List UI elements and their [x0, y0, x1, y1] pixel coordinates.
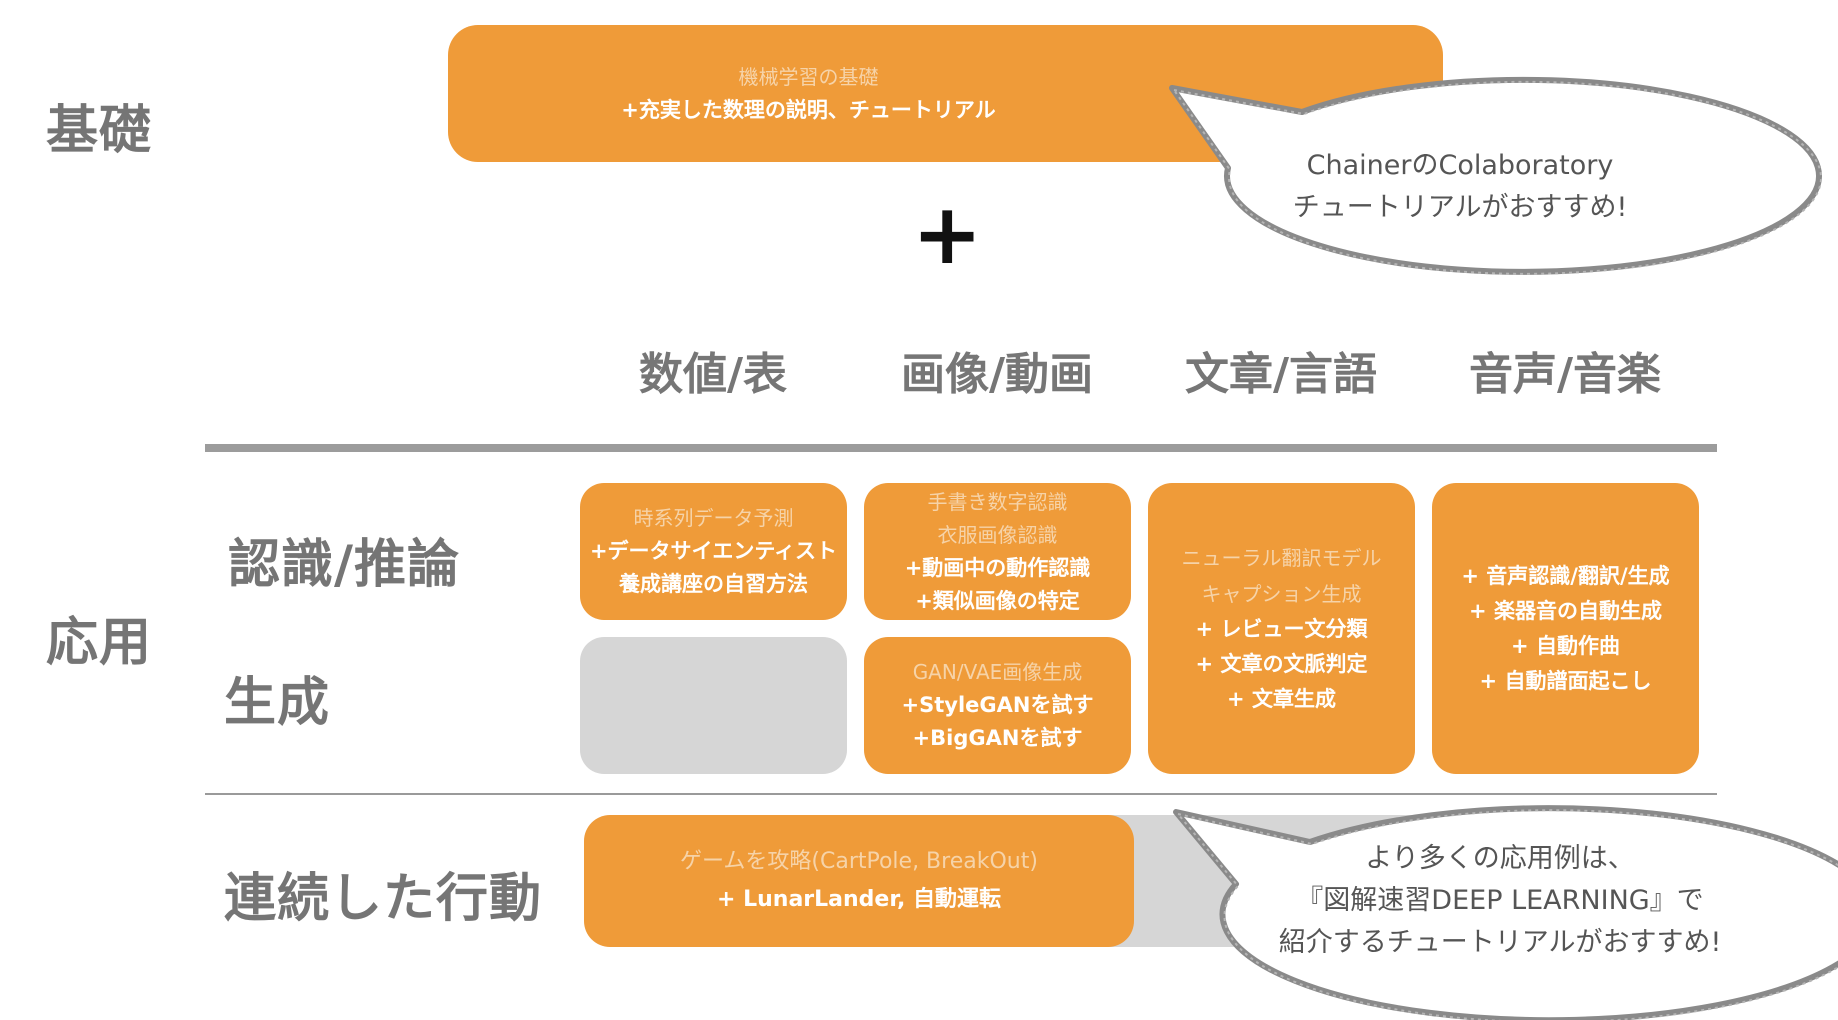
- cell-light: ゲームを攻略(CartPole, BreakOut): [680, 849, 1038, 874]
- row-label-kiso: 基礎: [46, 101, 153, 161]
- row-label-ninshiki: 認識/推論: [228, 535, 460, 595]
- top-box-bold: +充実した数理の説明、チュートリアル: [621, 97, 996, 122]
- cell-bold: + レビュー文分類: [1195, 617, 1368, 641]
- cell-bold: + 音声認識/翻訳/生成: [1461, 563, 1670, 588]
- bubble-bottom-text: より多くの応用例は、 『図解速習DEEP LEARNING』で 紹介するチュート…: [1180, 838, 1820, 964]
- cell-bold: + 文章の文脈判定: [1195, 652, 1368, 676]
- cell-light: 衣服画像認識: [937, 522, 1058, 547]
- divider-thin: [205, 793, 1717, 795]
- cell-bold: +StyleGANを試す: [901, 693, 1094, 717]
- cell-bold: +類似画像の特定: [915, 588, 1080, 613]
- cell-bold: + 楽器音の自動生成: [1469, 598, 1662, 623]
- cell-tabular-recognition: 時系列データ予測 +データサイエンティスト 養成講座の自習方法: [580, 483, 847, 620]
- cell-image-recognition: 手書き数字認識 衣服画像認識 +動画中の動作認識 +類似画像の特定: [864, 483, 1131, 620]
- cell-bold: 養成講座の自習方法: [619, 572, 808, 596]
- divider-thick: [205, 444, 1717, 452]
- cell-audio: + 音声認識/翻訳/生成 + 楽器音の自動生成 + 自動作曲 + 自動譜面起こし: [1432, 483, 1699, 774]
- cell-tabular-generation: [580, 637, 847, 774]
- cell-light: ニューラル翻訳モデル: [1181, 546, 1382, 570]
- cell-bold: + 文章生成: [1227, 687, 1336, 711]
- cell-light: 時系列データ予測: [633, 506, 794, 530]
- cell-bold: + 自動譜面起こし: [1479, 668, 1652, 693]
- column-label-text: 文章/言語: [1184, 349, 1378, 400]
- bubble-top-line-1: ChainerのColaboratory: [1306, 150, 1614, 181]
- column-label-audio: 音声/音楽: [1468, 349, 1662, 400]
- column-label-image: 画像/動画: [900, 349, 1094, 400]
- cell-bold: +データサイエンティスト: [589, 539, 838, 563]
- bubble-bottom-shape: [1173, 805, 1838, 1020]
- bubble-bottom-line-3: 紹介するチュートリアルがおすすめ!: [1278, 927, 1722, 958]
- cell-sequential: ゲームを攻略(CartPole, BreakOut) + LunarLander…: [584, 815, 1134, 947]
- cell-bold: + LunarLander, 自動運転: [717, 887, 1001, 912]
- column-label-tabular: 数値/表: [638, 349, 788, 400]
- bubble-top-text: ChainerのColaboratory チュートリアルがおすすめ!: [1170, 145, 1750, 229]
- bubble-bottom-line-1: より多くの応用例は、: [1365, 843, 1635, 874]
- cell-light: キャプション生成: [1201, 582, 1362, 606]
- bubble-top-line-2: チュートリアルがおすすめ!: [1292, 192, 1628, 223]
- row-label-oyo: 応用: [46, 613, 153, 673]
- bubble-top-shape: [1169, 76, 1823, 275]
- row-label-renzoku: 連続した行動: [224, 869, 543, 929]
- plus-sign: +: [912, 185, 983, 283]
- cell-bold: +動画中の動作認識: [904, 555, 1091, 580]
- cell-image-generation: GAN/VAE画像生成 +StyleGANを試す +BigGANを試す: [864, 637, 1131, 774]
- top-box-light: 機械学習の基礎: [738, 64, 879, 89]
- cell-bold: + 自動作曲: [1511, 633, 1620, 658]
- cell-bold: +BigGANを試す: [912, 726, 1083, 750]
- cell-light: 手書き数字認識: [927, 489, 1068, 514]
- row-label-seisei: 生成: [224, 673, 331, 733]
- cell-light: GAN/VAE画像生成: [912, 660, 1083, 684]
- cell-text: ニューラル翻訳モデル キャプション生成 + レビュー文分類 + 文章の文脈判定 …: [1148, 483, 1415, 774]
- bubble-bottom-line-2: 『図解速習DEEP LEARNING』で: [1296, 885, 1704, 916]
